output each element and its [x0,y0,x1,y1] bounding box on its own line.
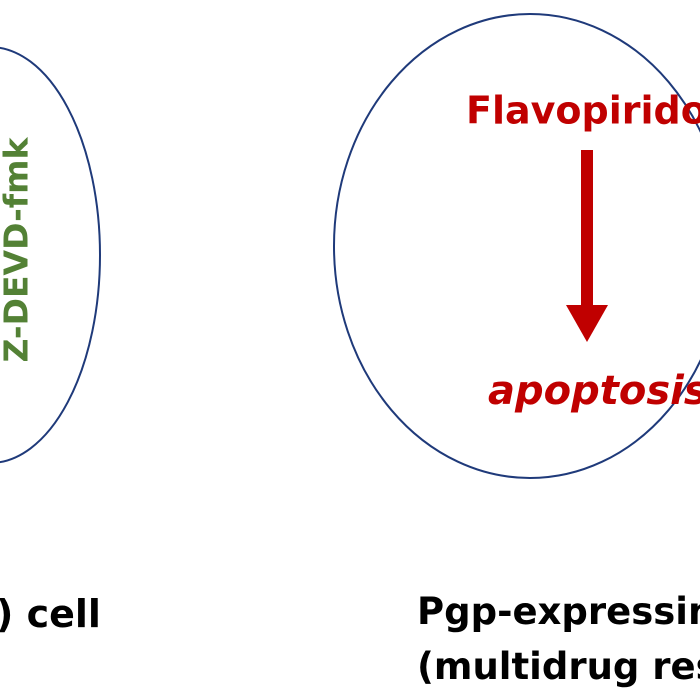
left-cell-outline [0,46,101,464]
right-cell-outline [333,13,700,479]
right-cell-caption-line2: (multidrug res [417,645,700,688]
left-cell-caption: ) cell [0,592,101,636]
drug-label: Flavopiridol [466,89,700,133]
outcome-label: apoptosis [488,368,700,414]
right-cell-caption-line1: Pgp-expressing [417,590,700,633]
arrow-shaft [581,150,593,305]
arrow-head [566,305,608,342]
inhibitor-label: Z-DEVD-fmk [0,136,36,362]
